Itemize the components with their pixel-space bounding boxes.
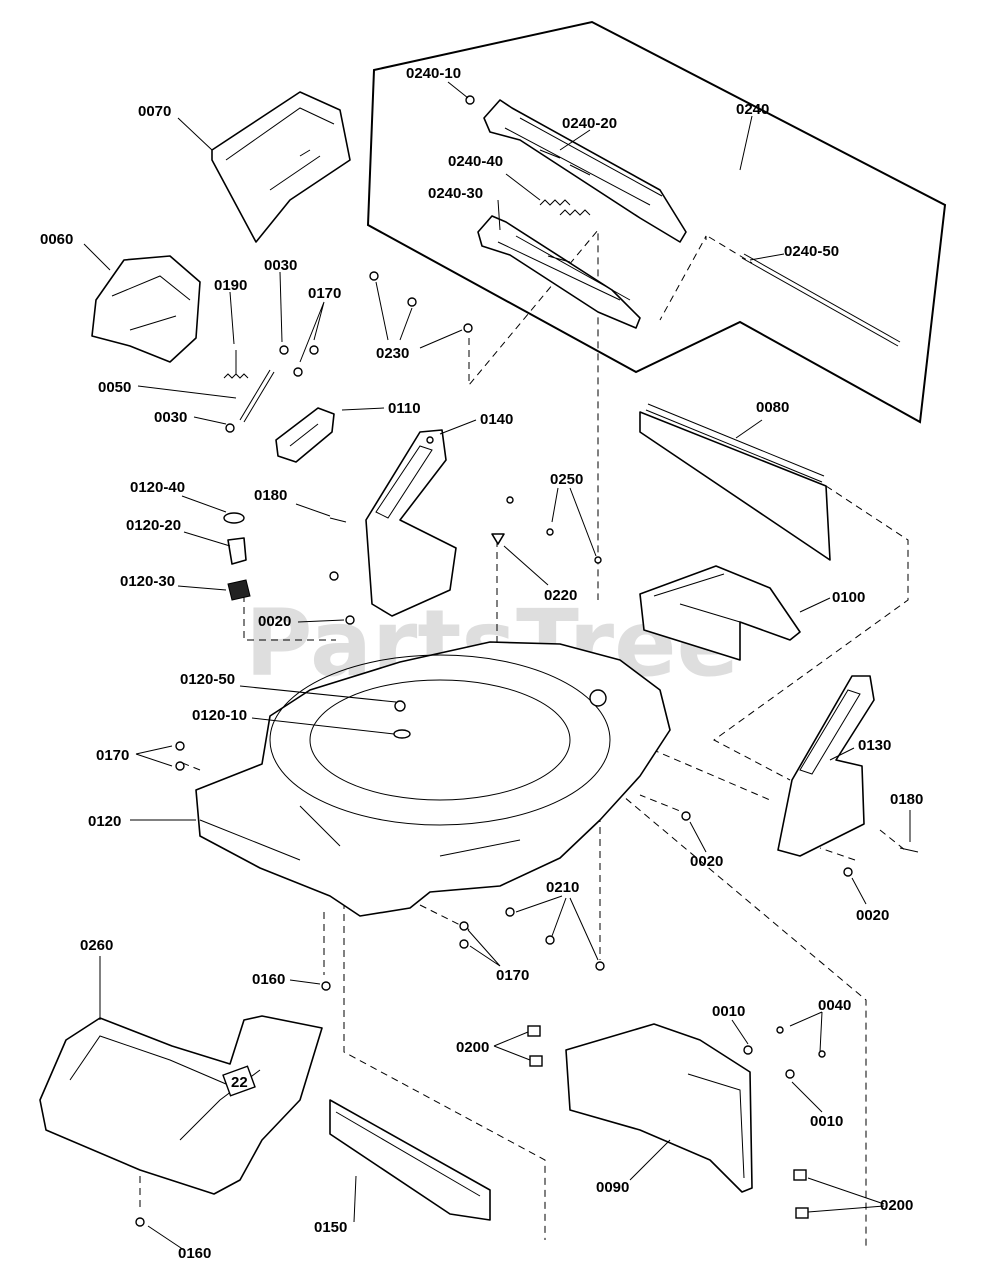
callout-0240-40: 0240-40 xyxy=(448,153,503,170)
callout-0180-right: 0180 xyxy=(890,791,923,808)
callout-0070: 0070 xyxy=(138,103,171,120)
lower-handle-bracket-part xyxy=(477,215,641,329)
callout-0020-left: 0020 xyxy=(258,613,291,630)
handle-bracket-kit-box xyxy=(366,20,947,424)
callout-0120-20: 0120-20 xyxy=(126,517,181,534)
right-adjuster-plate-part xyxy=(777,675,875,857)
callout-0120-10: 0120-10 xyxy=(192,707,247,724)
callout-0100: 0100 xyxy=(832,589,865,606)
callout-0060: 0060 xyxy=(40,231,73,248)
callout-0190: 0190 xyxy=(214,277,247,294)
callout-0140: 0140 xyxy=(480,411,513,428)
callout-0130: 0130 xyxy=(858,737,891,754)
callout-0020-center: 0020 xyxy=(690,853,723,870)
height-knob-assembly-part xyxy=(223,512,251,601)
callout-0240-50: 0240-50 xyxy=(784,243,839,260)
front-cover-part: 22 xyxy=(39,1015,323,1195)
callout-0250: 0250 xyxy=(550,471,583,488)
side-cover-part xyxy=(91,255,201,363)
callout-0240-30: 0240-30 xyxy=(428,185,483,202)
callout-0120-50: 0120-50 xyxy=(180,671,235,688)
callout-0170-left: 0170 xyxy=(96,747,129,764)
callout-0150: 0150 xyxy=(314,1219,347,1236)
callout-0240: 0240 xyxy=(736,101,769,118)
axle-rod-part xyxy=(239,369,271,421)
callout-0170-bottom: 0170 xyxy=(496,967,529,984)
upper-handle-bracket-part xyxy=(465,95,687,243)
callout-0120-30: 0120-30 xyxy=(120,573,175,590)
callout-0230: 0230 xyxy=(376,345,409,362)
callout-0160-top: 0160 xyxy=(252,971,285,988)
spring-0190-part xyxy=(223,350,249,379)
callout-0210: 0210 xyxy=(546,879,579,896)
height-bracket-part xyxy=(275,407,335,463)
left-adjuster-plate-part xyxy=(365,429,457,617)
clips-part xyxy=(527,1025,809,1219)
rear-cover-part xyxy=(211,91,351,243)
callout-0240-20: 0240-20 xyxy=(562,115,617,132)
leader-lines xyxy=(83,81,911,1251)
callout-0030-top: 0030 xyxy=(264,257,297,274)
callout-0110: 0110 xyxy=(388,400,421,417)
callout-0200-left: 0200 xyxy=(456,1039,489,1056)
mower-deck-part xyxy=(195,641,671,917)
callout-0080: 0080 xyxy=(756,399,789,416)
mulch-plug-part xyxy=(639,565,801,661)
callout-0240-10: 0240-10 xyxy=(406,65,461,82)
callout-0050: 0050 xyxy=(98,379,131,396)
callout-0020-right: 0020 xyxy=(856,907,889,924)
callout-0010-top: 0010 xyxy=(712,1003,745,1020)
callout-0030-bottom: 0030 xyxy=(154,409,187,426)
callout-0260: 0260 xyxy=(80,937,113,954)
handle-rod-part xyxy=(741,257,899,347)
callout-0090: 0090 xyxy=(596,1179,629,1196)
rear-skirt-part xyxy=(329,1099,491,1221)
callout-labels: 0240-10 0240-20 0240 0240-40 0240-30 024… xyxy=(40,65,923,1262)
callout-0040: 0040 xyxy=(818,997,851,1014)
springs-part xyxy=(539,199,591,216)
callout-0010-bottom: 0010 xyxy=(810,1113,843,1130)
callout-0220: 0220 xyxy=(544,587,577,604)
hardware-fasteners xyxy=(135,271,919,1227)
grass-bag-part xyxy=(639,403,831,561)
deck-plug-part xyxy=(491,533,505,545)
discharge-chute-part xyxy=(565,1023,753,1193)
callout-0200-right: 0200 xyxy=(880,1197,913,1214)
callout-0120-40: 0120-40 xyxy=(130,479,185,496)
callout-0120: 0120 xyxy=(88,813,121,830)
deck-size-badge: 22 xyxy=(231,1074,248,1091)
callout-0180-left: 0180 xyxy=(254,487,287,504)
callout-0170-top: 0170 xyxy=(308,285,341,302)
callout-0160-bottom: 0160 xyxy=(178,1245,211,1262)
